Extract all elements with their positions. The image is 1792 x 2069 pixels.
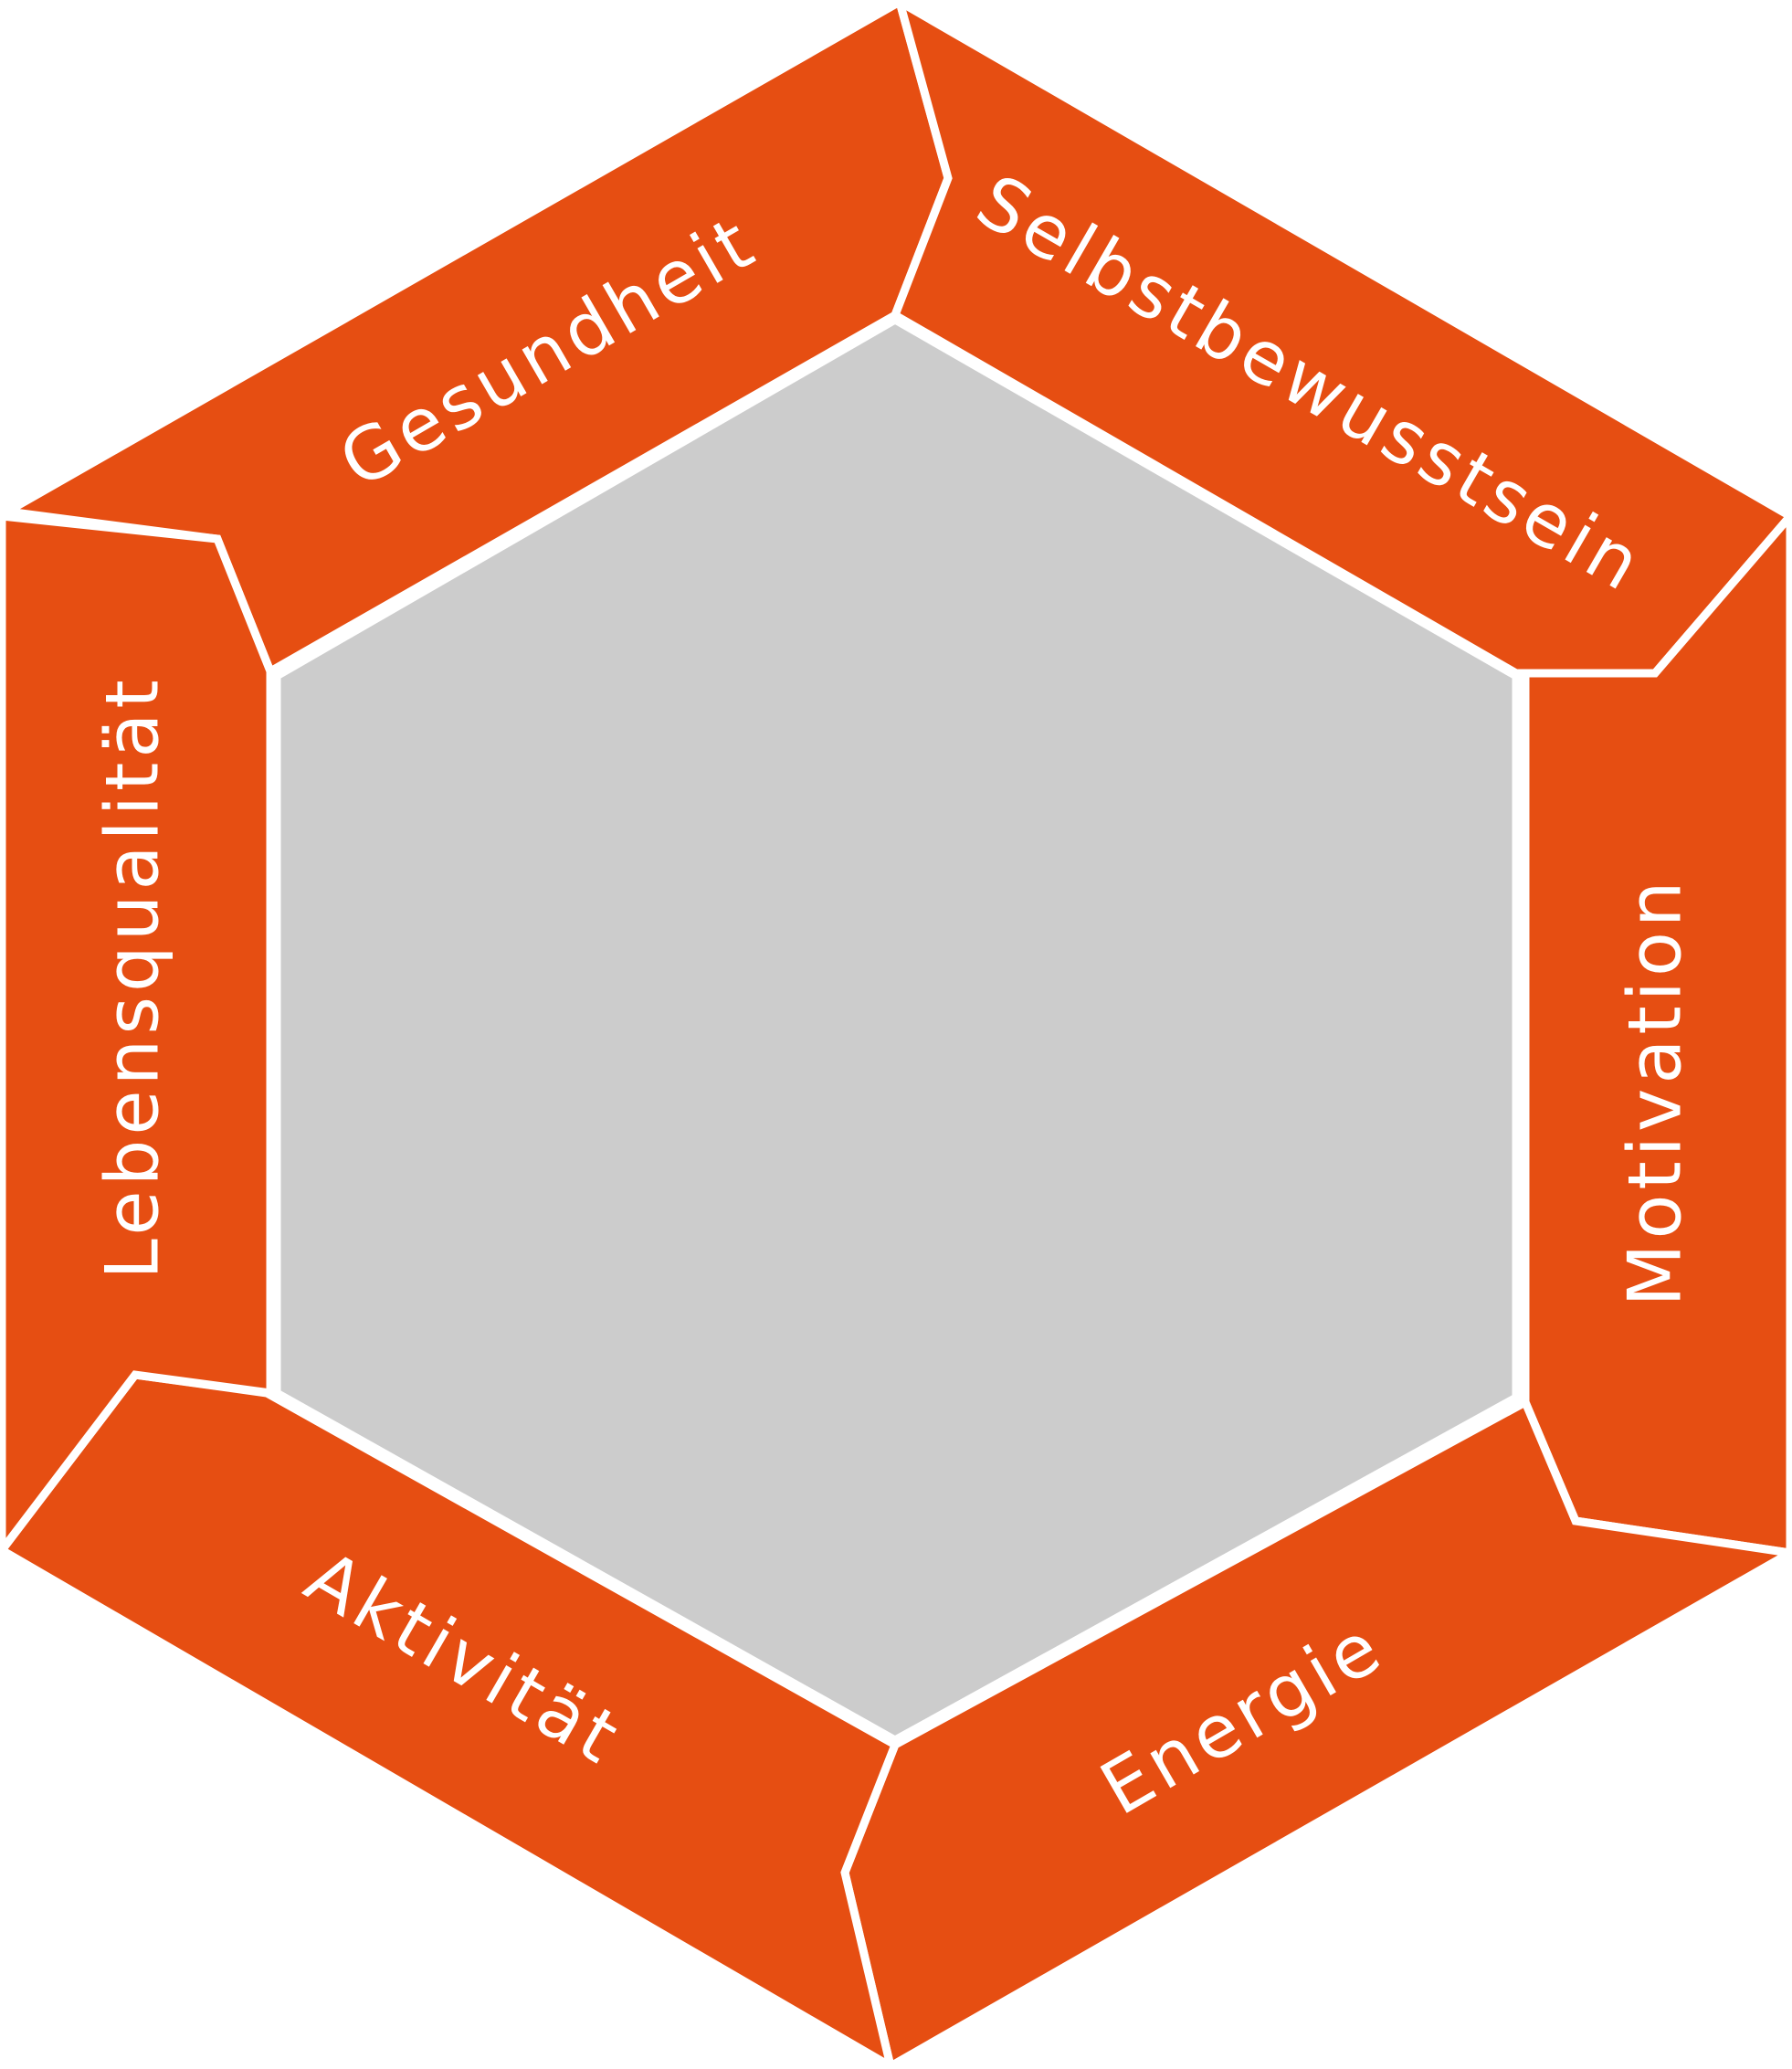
center-hexagon <box>272 314 1521 1746</box>
segment-aktivitaet: Aktivität <box>0 1370 901 2069</box>
segment-motivation: Motivation <box>1521 507 1792 1557</box>
segment-lebensqualitaet-label: Lebensqualität <box>90 675 175 1279</box>
segment-lebensqualitaet-shape <box>0 512 275 1560</box>
segment-motivation-label: Motivation <box>1613 876 1698 1306</box>
segment-lebensqualitaet: Lebensqualität <box>0 512 275 1560</box>
center-hexagon-shape <box>272 314 1521 1746</box>
